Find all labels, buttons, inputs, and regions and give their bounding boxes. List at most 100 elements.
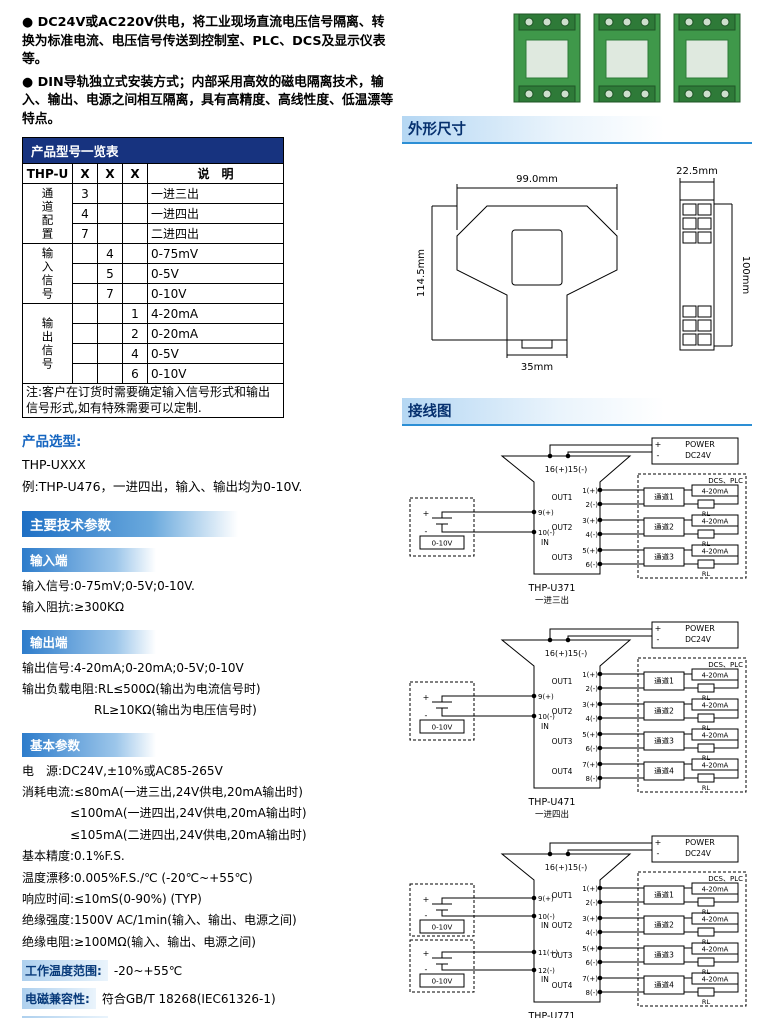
channel-label: 通道1 — [654, 676, 674, 686]
output-label: OUT2 — [552, 921, 573, 930]
input-terminal-label: 9(+) — [538, 693, 554, 701]
desc-cell: 二进四出 — [147, 223, 284, 245]
code-cell: 2 — [122, 323, 148, 345]
in-label: IN — [541, 538, 549, 547]
model-table-header-row: THP-U X X X 说 明 — [22, 163, 284, 185]
diagram-model-subtitle: 一进四出 — [535, 809, 569, 820]
param-line: 基本精度:0.1%F.S. — [22, 849, 125, 864]
channel-box — [643, 945, 685, 965]
front-view-outline — [456, 205, 618, 341]
rl-resistor — [697, 927, 715, 937]
input-signal-box — [419, 973, 465, 988]
diagram-model-name: THP-U471 — [528, 797, 576, 808]
channel-label: 通道2 — [654, 706, 674, 716]
desc-cell: 0-10V — [147, 363, 284, 385]
x3-header-cell: X — [122, 163, 148, 185]
empty-cell — [97, 203, 123, 225]
power-label: POWER — [685, 838, 715, 847]
product-photo — [402, 6, 752, 108]
minus-sign: - — [657, 635, 660, 644]
output-terminal-label: 2(-) — [586, 685, 599, 693]
table-row: 输入信号 4 0-75mV — [22, 243, 284, 305]
empty-cell — [72, 343, 98, 365]
desc-cell: 0-5V — [147, 263, 284, 285]
param-line: 输出信号:4-20mA;0-20mA;0-5V;0-10V — [22, 660, 244, 675]
input-source-box — [409, 497, 475, 557]
battery-minus: - — [425, 711, 428, 720]
wiring-diagram-THP-U371: 16(+)15(-)+POWER-DC24VOUT11(+)2(-)通道14-2… — [409, 437, 747, 606]
empty-cell — [122, 183, 148, 205]
rl-resistor — [697, 683, 715, 693]
output-label: OUT3 — [552, 737, 573, 746]
footer-line: 工作温度范围:-20~+55℃ — [22, 960, 396, 981]
desc-cell: 一进四出 — [147, 203, 284, 225]
table-row: 7 二进四出 — [23, 223, 284, 245]
power-terminal-label: 16(+)15(-) — [545, 465, 587, 474]
param-line: 输出负载电阻:RL≤500Ω(输出为电流信号时) — [22, 682, 261, 697]
input-source-box — [409, 939, 475, 993]
input-terminal-label: 10(-) — [538, 913, 555, 921]
input-source-box — [409, 681, 475, 741]
footer-line: 电磁兼容性:符合GB/T 18268(IEC61326-1) — [22, 988, 396, 1009]
empty-cell — [72, 243, 98, 265]
tech-section: 主要技术参数 输入端 输入信号:0-75mV;0-5V;0-10V. 输入阻抗:… — [22, 510, 396, 1018]
output-terminal-label: 5(+) — [582, 731, 598, 739]
isolator-outline — [500, 455, 632, 575]
output-terminal-label: 6(-) — [586, 745, 599, 753]
signal-box — [691, 484, 739, 497]
input-terminal-label: 12(-) — [538, 967, 555, 975]
battery-plus: + — [423, 509, 430, 518]
param-line: 输入信号:0-75mV;0-5V;0-10V. — [22, 578, 195, 593]
output-terminal-label: 2(-) — [586, 899, 599, 907]
signal-label: 4-20mA — [702, 518, 729, 526]
in-label: IN — [541, 722, 549, 731]
channel-label: 通道4 — [654, 980, 674, 990]
signal-label: 4-20mA — [702, 762, 729, 770]
signal-box — [691, 514, 739, 527]
desc-cell: 0-20mA — [147, 323, 284, 345]
rl-label: RL — [702, 968, 711, 976]
group-label-cell: 输出信号 — [22, 303, 73, 385]
isolator-outline — [500, 639, 632, 789]
signal-label: 4-20mA — [702, 886, 729, 894]
signal-box — [691, 728, 739, 741]
output-terminal-label: 8(-) — [586, 775, 599, 783]
output-terminal-label: 1(+) — [582, 487, 598, 495]
empty-cell — [97, 343, 123, 365]
minus-sign: - — [657, 451, 660, 460]
signal-label: 4-20mA — [702, 976, 729, 984]
product-modules-image — [513, 13, 741, 103]
signal-box — [691, 544, 739, 557]
rl-label: RL — [702, 754, 711, 762]
dcs-plc-boundary — [637, 473, 747, 579]
model-table: 产品型号一览表 THP-U X X X 说 明 通道配置 3 一进三出 4 — [22, 137, 284, 419]
desc-cell: 一进三出 — [147, 183, 284, 205]
empty-cell — [122, 283, 148, 305]
output-terminal-label: 2(-) — [586, 501, 599, 509]
channel-box — [643, 885, 685, 905]
input-signal-box — [419, 535, 465, 550]
input-signal-box — [419, 919, 465, 934]
empty-cell — [72, 303, 98, 325]
channel-label: 通道1 — [654, 890, 674, 900]
channel-label: 通道4 — [654, 766, 674, 776]
channel-label: 通道2 — [654, 522, 674, 532]
output-terminal-label: 1(+) — [582, 671, 598, 679]
param-line: 消耗电流:≤80mA(一进三出,24V供电,20mA输出时) — [22, 785, 303, 800]
dcs-plc-boundary — [637, 871, 747, 1007]
table-note-row: 注:客户在订货时需要确定输入信号形式和输出信号形式,如有特殊需要可以定制. — [22, 383, 284, 419]
code-cell: 7 — [72, 223, 98, 245]
battery-plus: + — [423, 949, 430, 958]
dcs-plc-label: DCS、PLC — [708, 477, 743, 485]
output-terminal-label: 8(-) — [586, 989, 599, 997]
dcs-plc-label: DCS、PLC — [708, 661, 743, 669]
param-line: RL≥10KΩ(输出为电压信号时) — [22, 703, 257, 718]
rl-label: RL — [702, 908, 711, 916]
param-line: ≤105mA(二进四出,24V供电,20mA输出时) — [22, 827, 307, 842]
signal-box — [691, 758, 739, 771]
footer-label: 电磁兼容性: — [22, 988, 96, 1009]
power-terminal-label: 16(+)15(-) — [545, 863, 587, 872]
table-row: 4 0-5V — [23, 343, 284, 365]
